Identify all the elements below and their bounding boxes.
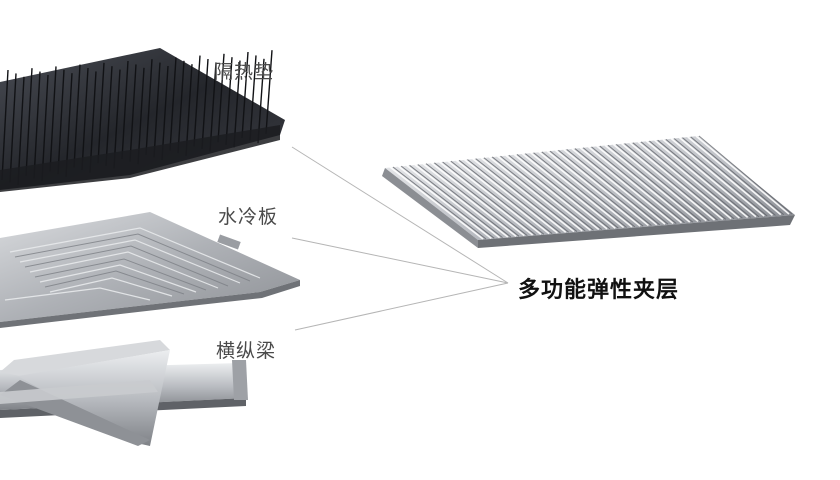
elastic-interlayer-label: 多功能弹性夹层 [518, 278, 680, 303]
leader-line-insulation [291, 146, 509, 284]
elastic-interlayer-icon [382, 135, 795, 248]
leader-line-coldplate [291, 237, 509, 284]
fin-stack-icon [0, 48, 285, 192]
cold-plate-icon [0, 212, 300, 328]
insulation-pad-label: 隔热垫 [214, 61, 275, 83]
crossbeam-icon [0, 340, 248, 446]
leader-line-beams [294, 282, 509, 331]
leader-lines [291, 146, 509, 331]
beams-label: 横纵梁 [216, 340, 277, 362]
cold-plate-label: 水冷板 [218, 206, 279, 228]
